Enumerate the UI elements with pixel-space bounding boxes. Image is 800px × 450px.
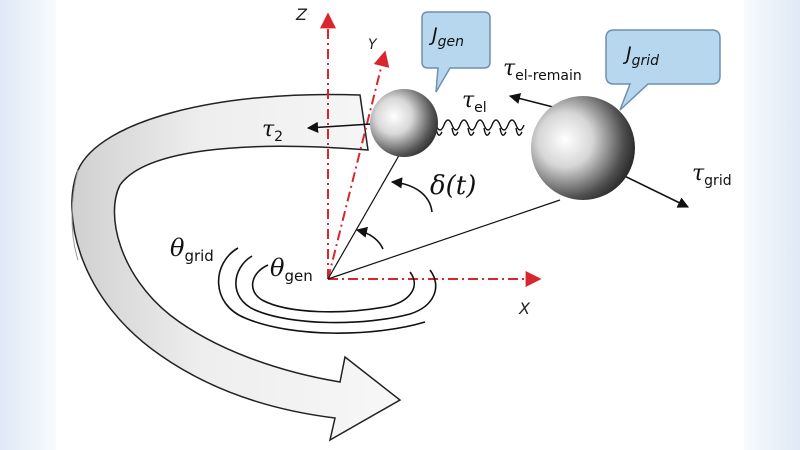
bubble-j-grid bbox=[605, 29, 721, 111]
tau-grid-label: τgrid bbox=[692, 161, 732, 189]
tau-el-remain-label: τel-remain bbox=[503, 56, 582, 84]
z-axis-label: Z bbox=[295, 5, 308, 24]
j-grid-label: Jgrid bbox=[622, 43, 659, 69]
theta-gen-arc bbox=[355, 226, 384, 250]
tau-el-arrow bbox=[508, 93, 558, 109]
x-axis-label: X bbox=[518, 299, 531, 318]
angle-spiral bbox=[217, 247, 437, 334]
j-gen-label: Jgen bbox=[428, 24, 464, 50]
radius-lines bbox=[327, 144, 561, 280]
tau-el-label: τel bbox=[462, 88, 487, 116]
left-blur-edge bbox=[0, 0, 56, 450]
right-blur-edge bbox=[744, 0, 800, 450]
grid-sphere bbox=[531, 96, 635, 200]
spring bbox=[427, 119, 525, 136]
tau2-arrow bbox=[306, 121, 372, 133]
theta-gen-label: θgen bbox=[270, 254, 313, 285]
bubble-j-gen bbox=[421, 11, 491, 93]
delta-arc bbox=[390, 177, 433, 213]
rotation-arrow bbox=[71, 93, 402, 442]
generator-sphere bbox=[370, 89, 438, 157]
y-axis-label: Y bbox=[368, 37, 378, 53]
theta-grid-label: θgrid bbox=[170, 234, 214, 265]
delta-label: δ(t) bbox=[430, 171, 476, 201]
y-axis-line bbox=[327, 50, 390, 280]
tau2-label: τ2 bbox=[262, 117, 283, 145]
